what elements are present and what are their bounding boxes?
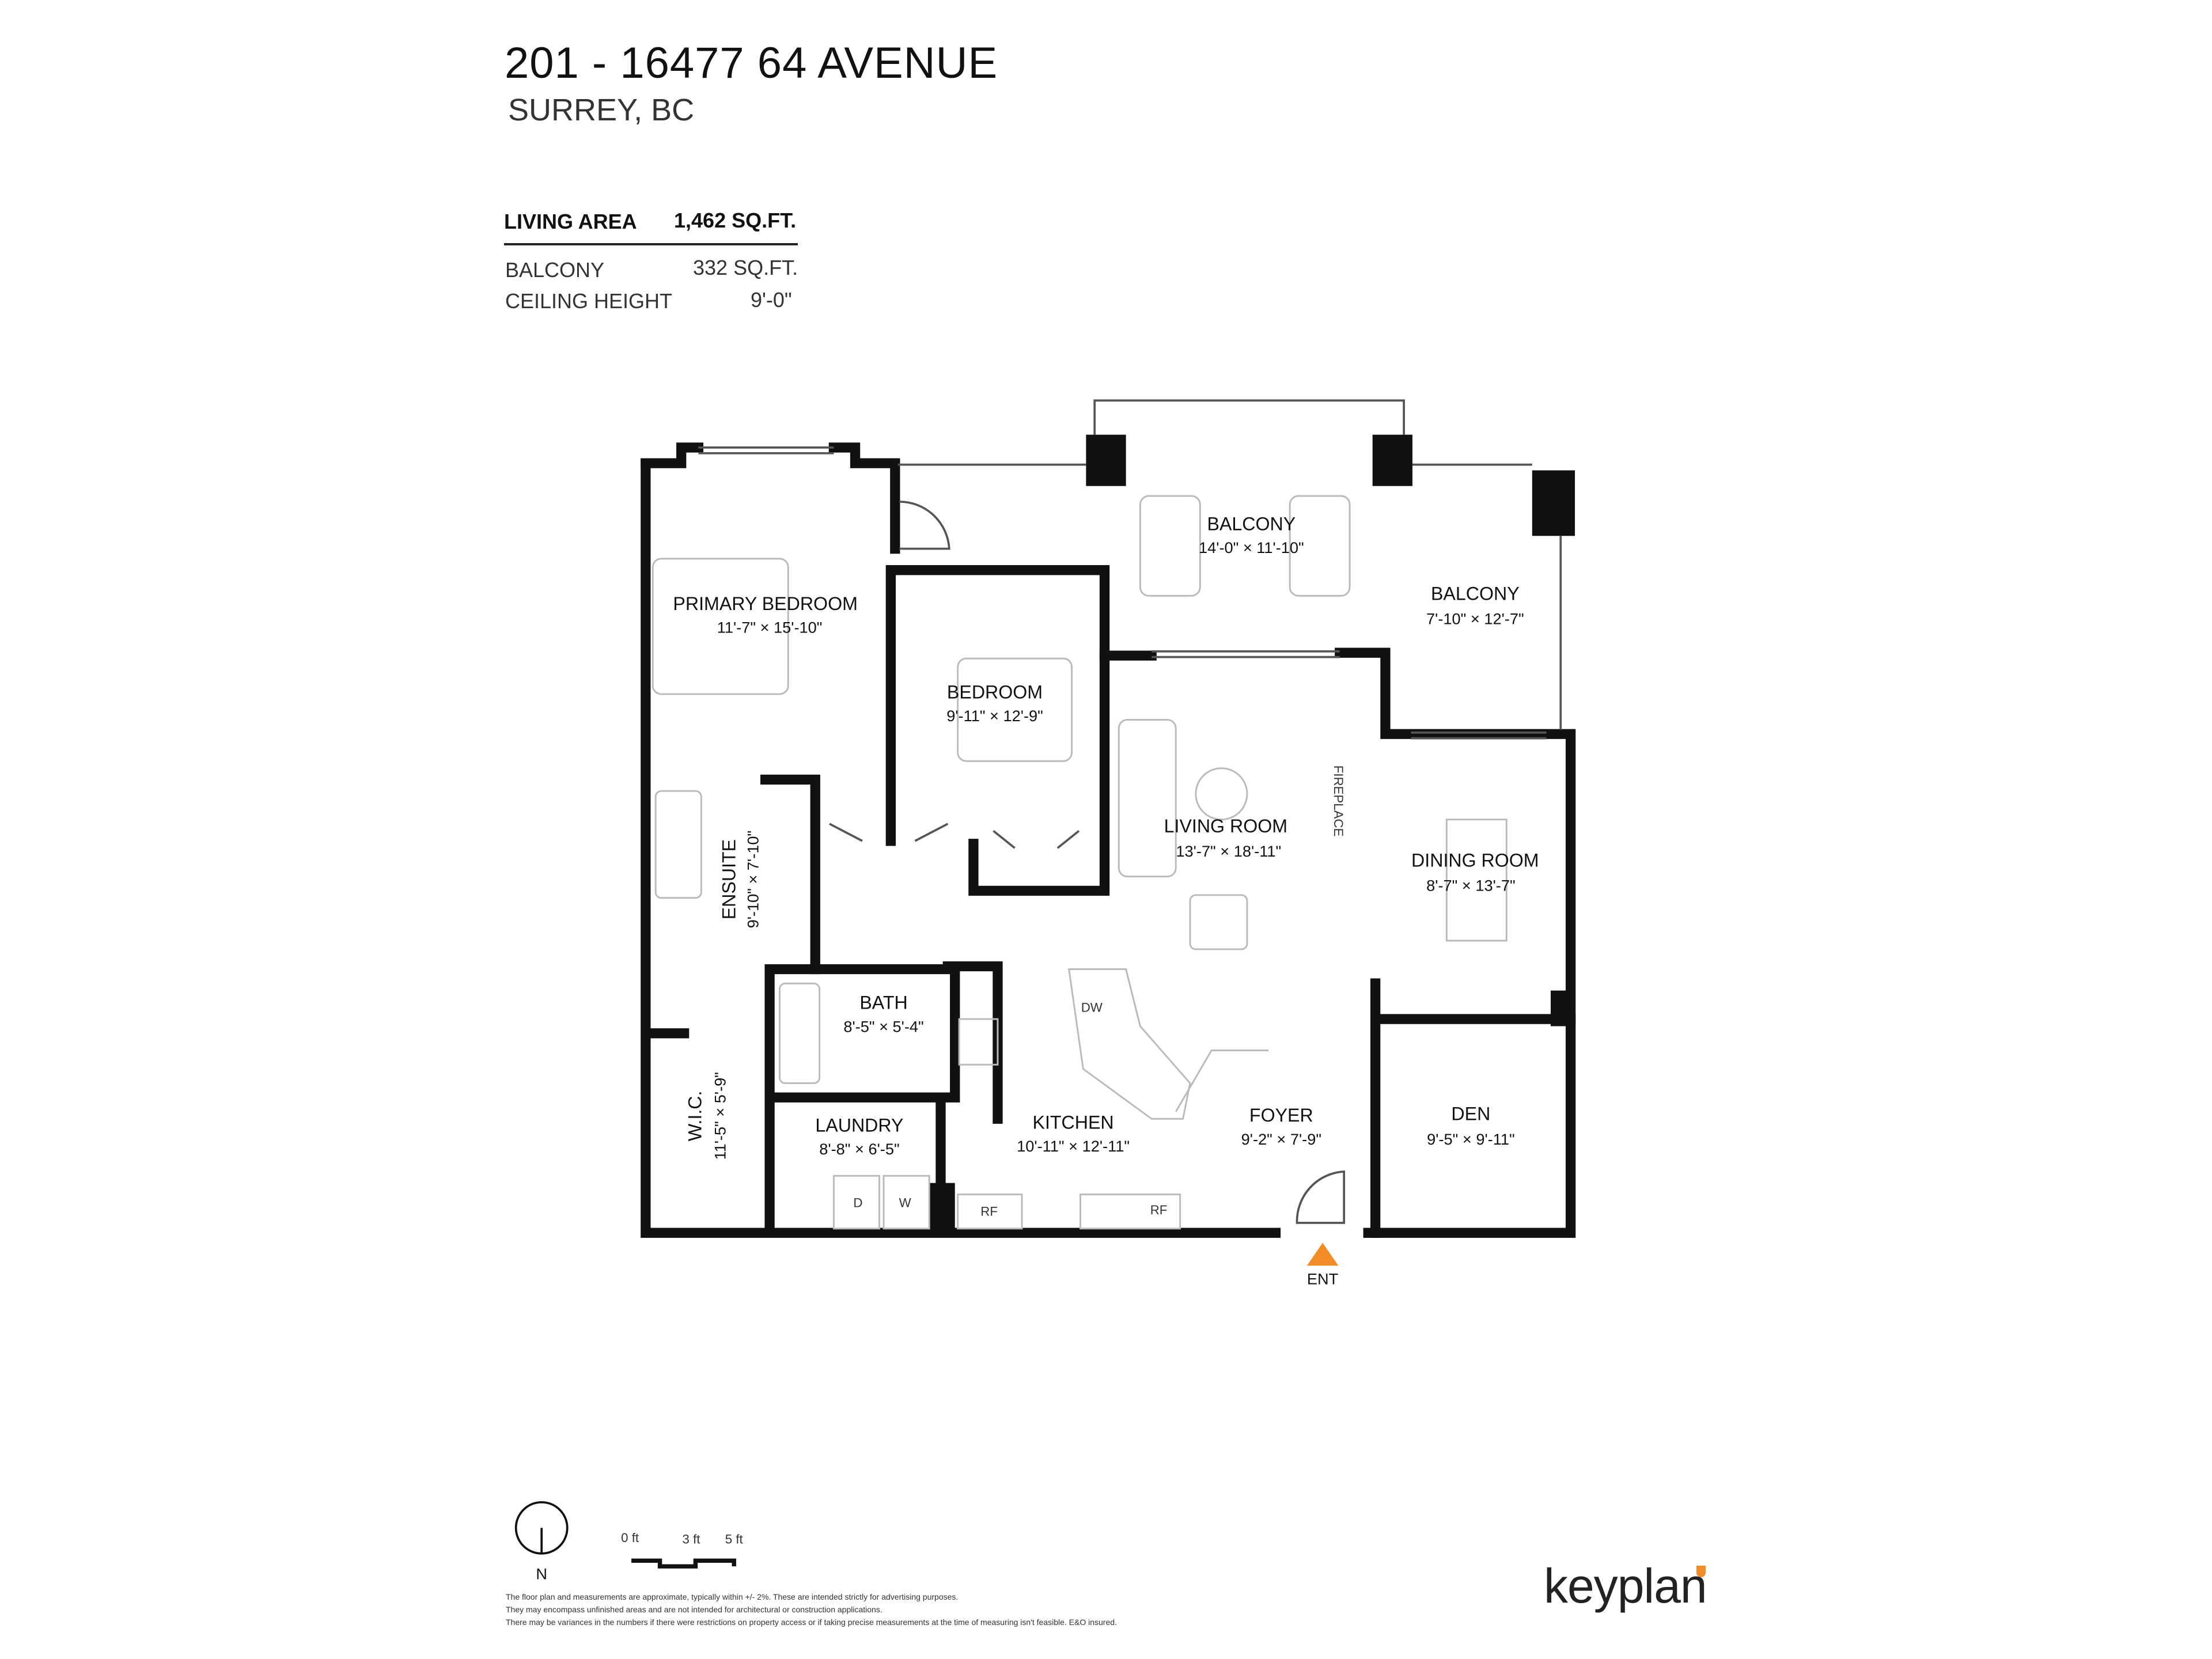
room-name: W.I.C. <box>684 1091 705 1142</box>
room-dims: 8'-7" × 13'-7" <box>1426 876 1515 894</box>
entrance-marker: ENT <box>1306 1243 1339 1287</box>
room-name: BATH <box>859 993 907 1013</box>
room-dims: 9'-10" × 7'-10" <box>744 831 762 929</box>
room-name: DEN <box>1451 1104 1490 1124</box>
washer-label: W <box>899 1196 911 1210</box>
property-city: SURREY, BC <box>508 93 695 127</box>
property-address: 201 - 16477 64 AVENUE <box>505 39 998 88</box>
room-name: PRIMARY BEDROOM <box>673 593 857 614</box>
room-name: BALCONY <box>1207 513 1296 534</box>
room-name: ENSUITE <box>719 839 740 919</box>
disclaimer-line: They may encompass unfinished areas and … <box>506 1605 882 1614</box>
balcony-area-value: 332 SQ.FT. <box>693 256 798 279</box>
columns <box>929 434 1575 1233</box>
compass: N <box>514 1501 569 1582</box>
ceiling-height-label: CEILING HEIGHT <box>505 289 673 313</box>
scale-label: 3 ft <box>683 1532 701 1547</box>
room-name: DINING ROOM <box>1411 850 1539 870</box>
fireplace-label: FIREPLACE <box>1331 766 1346 837</box>
dryer-label: D <box>853 1196 862 1210</box>
room-dims: 7'-10" × 12'-7" <box>1426 610 1524 628</box>
walls <box>641 442 1576 1238</box>
room-name: LIVING ROOM <box>1164 816 1287 836</box>
ceiling-height-value: 9'-0" <box>751 288 792 312</box>
room-dims: 8'-5" × 5'-4" <box>843 1017 923 1035</box>
room-dims: 9'-5" × 9'-11" <box>1427 1130 1514 1148</box>
living-area-label: LIVING AREA <box>504 210 637 233</box>
room-dims: 11'-5" × 5'-9" <box>711 1072 729 1160</box>
keyplan-logo-mark-icon <box>1696 1566 1706 1577</box>
room-name: BEDROOM <box>947 681 1043 702</box>
north-label: N <box>536 1565 547 1582</box>
room-dims: 11'-7" × 15'-10" <box>717 619 823 637</box>
scale-label: 5 ft <box>725 1532 744 1547</box>
room-dims: 10'-11" × 12'-11" <box>1017 1137 1130 1155</box>
disclaimer-line: There may be variances in the numbers if… <box>506 1618 1117 1627</box>
keyplan-logo: keyplan <box>1544 1559 1707 1613</box>
dishwasher-label: DW <box>1081 1001 1103 1015</box>
fridge-label: RF <box>980 1205 998 1219</box>
fridge-label: RF <box>1150 1203 1168 1217</box>
room-labels: PRIMARY BEDROOM 11'-7" × 15'-10" BEDROOM… <box>673 513 1539 1160</box>
balcony-area-label: BALCONY <box>505 258 605 282</box>
room-dims: 9'-2" × 7'-9" <box>1241 1130 1321 1148</box>
entrance-arrow-icon <box>1306 1243 1339 1266</box>
furniture <box>652 495 1508 1230</box>
balcony-rails-and-windows <box>698 399 1562 1224</box>
fixture-labels: FIREPLACE DW D W RF RF <box>853 766 1345 1219</box>
scale-label: 0 ft <box>621 1531 639 1545</box>
room-dims: 13'-7" × 18'-11" <box>1176 842 1281 860</box>
room-name: BALCONY <box>1431 584 1520 604</box>
stats-divider <box>504 243 798 245</box>
living-area-value: 1,462 SQ.FT. <box>674 209 797 232</box>
room-name: FOYER <box>1249 1105 1313 1126</box>
scale-bar: 0 ft 3 ft 5 ft <box>621 1531 744 1569</box>
room-name: LAUNDRY <box>815 1115 903 1136</box>
room-dims: 14'-0" × 11'-10" <box>1199 539 1304 556</box>
entrance-label: ENT <box>1307 1270 1338 1287</box>
room-dims: 8'-8" × 6'-5" <box>819 1140 899 1158</box>
room-dims: 9'-11" × 12'-9" <box>946 707 1043 725</box>
disclaimer-line: The floor plan and measurements are appr… <box>506 1592 959 1601</box>
room-name: KITCHEN <box>1033 1112 1114 1133</box>
